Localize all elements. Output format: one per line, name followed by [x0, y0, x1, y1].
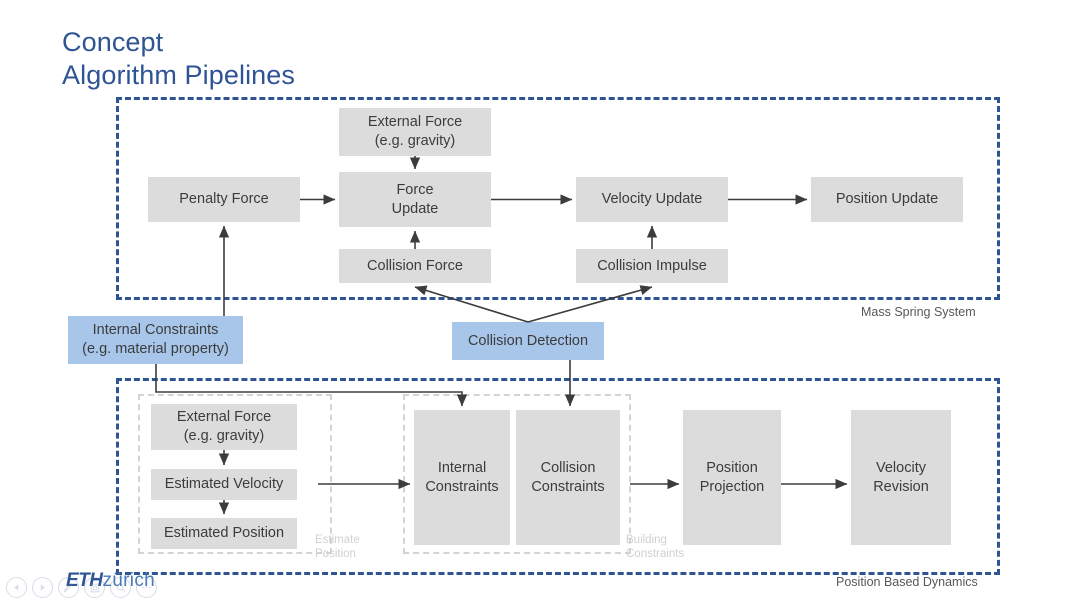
- subgroup-label-building-constraints: Building Constraints: [626, 534, 684, 562]
- node-internal-constraints-source-line-1: Internal Constraints: [92, 322, 219, 339]
- node-force-update-line-1: Force: [396, 181, 434, 198]
- node-external-force-top[interactable]: External Force (e.g. gravity): [339, 108, 491, 156]
- title-line-1: Concept: [62, 27, 164, 57]
- magnifier-icon: [116, 583, 125, 592]
- pen-tool-button[interactable]: [58, 577, 79, 598]
- next-slide-button[interactable]: [32, 577, 53, 598]
- node-collision-constraints-label: Collision Constraints: [531, 459, 604, 496]
- node-penalty-force[interactable]: Penalty Force: [148, 177, 300, 222]
- node-external-force-bottom-line-2: (e.g. gravity): [183, 428, 265, 444]
- node-velocity-update-label: Velocity Update: [601, 191, 703, 208]
- more-options-button[interactable]: [136, 577, 157, 598]
- node-penalty-force-label: Penalty Force: [179, 191, 269, 208]
- node-velocity-revision[interactable]: Velocity Revision: [851, 410, 951, 545]
- region-label-mass-spring-system: Mass Spring System: [861, 305, 976, 319]
- node-force-update[interactable]: Force Update: [339, 172, 491, 227]
- node-collision-force[interactable]: Collision Force: [339, 249, 491, 283]
- node-position-update-label: Position Update: [835, 191, 939, 208]
- node-external-force-top-line-1: External Force: [367, 114, 463, 131]
- grid-icon: [90, 583, 99, 592]
- node-position-projection-label: Position Projection: [700, 459, 764, 496]
- node-force-update-line-2: Update: [391, 200, 439, 217]
- node-collision-impulse[interactable]: Collision Impulse: [576, 249, 728, 283]
- node-velocity-revision-label: Velocity Revision: [873, 459, 929, 496]
- node-collision-constraints-line-1: Collision: [540, 459, 596, 476]
- node-velocity-revision-line-2: Revision: [873, 478, 929, 495]
- node-external-force-top-label: External Force (e.g. gravity): [368, 113, 462, 150]
- triangle-right-icon: [40, 584, 45, 591]
- previous-slide-button[interactable]: [6, 577, 27, 598]
- subgroup-building-constraints: [403, 394, 631, 554]
- node-velocity-revision-line-1: Velocity: [876, 459, 926, 476]
- page-title: Concept Algorithm Pipelines: [62, 26, 295, 92]
- node-collision-detection[interactable]: Collision Detection: [452, 322, 604, 360]
- subgroup-label-estimate-position: Estimate Position: [315, 534, 360, 562]
- slide-overview-button[interactable]: [84, 577, 105, 598]
- presentation-controls: [6, 577, 157, 598]
- node-internal-constraints-source-line-2: (e.g. material property): [82, 341, 229, 357]
- title-line-2: Algorithm Pipelines: [62, 59, 296, 90]
- node-external-force-bottom-label: External Force (e.g. gravity): [177, 408, 271, 445]
- subgroup-label-estimate-position-line-1: Estimate: [315, 534, 360, 546]
- node-position-update[interactable]: Position Update: [811, 177, 963, 222]
- node-internal-constraints[interactable]: Internal Constraints: [414, 410, 510, 545]
- node-internal-constraints-source-label: Internal Constraints (e.g. material prop…: [82, 321, 229, 358]
- subgroup-label-building-constraints-line-1: Building: [626, 534, 667, 546]
- node-velocity-update[interactable]: Velocity Update: [576, 177, 728, 222]
- node-collision-detection-label: Collision Detection: [467, 332, 589, 349]
- subgroup-label-building-constraints-line-2: Constraints: [626, 547, 685, 560]
- node-collision-force-label: Collision Force: [367, 257, 463, 274]
- node-position-projection-line-1: Position: [706, 459, 758, 476]
- node-external-force-top-line-2: (e.g. gravity): [374, 133, 456, 149]
- subgroup-label-estimate-position-line-2: Position: [315, 547, 356, 560]
- node-position-projection[interactable]: Position Projection: [683, 410, 781, 545]
- node-estimated-velocity[interactable]: Estimated Velocity: [151, 469, 297, 500]
- node-internal-constraints-line-2: Constraints: [425, 478, 499, 495]
- node-force-update-label: Force Update: [392, 181, 439, 218]
- node-external-force-bottom[interactable]: External Force (e.g. gravity): [151, 404, 297, 450]
- zoom-button[interactable]: [110, 577, 131, 598]
- node-internal-constraints-label: Internal Constraints: [425, 459, 498, 496]
- node-internal-constraints-line-1: Internal: [437, 459, 487, 476]
- node-collision-constraints[interactable]: Collision Constraints: [516, 410, 620, 545]
- triangle-left-icon: [14, 584, 19, 591]
- node-external-force-bottom-line-1: External Force: [176, 409, 272, 426]
- node-estimated-position[interactable]: Estimated Position: [151, 518, 297, 549]
- pen-icon: [63, 583, 73, 593]
- node-collision-constraints-line-2: Constraints: [531, 478, 605, 495]
- node-estimated-position-label: Estimated Position: [163, 525, 285, 542]
- node-estimated-velocity-label: Estimated Velocity: [164, 476, 284, 493]
- ellipsis-icon: [142, 586, 151, 589]
- node-position-projection-line-2: Projection: [699, 478, 765, 495]
- node-internal-constraints-source[interactable]: Internal Constraints (e.g. material prop…: [68, 316, 243, 364]
- region-position-based-dynamics: [116, 378, 1000, 575]
- node-collision-impulse-label: Collision Impulse: [597, 257, 707, 274]
- region-label-position-based-dynamics: Position Based Dynamics: [836, 575, 978, 589]
